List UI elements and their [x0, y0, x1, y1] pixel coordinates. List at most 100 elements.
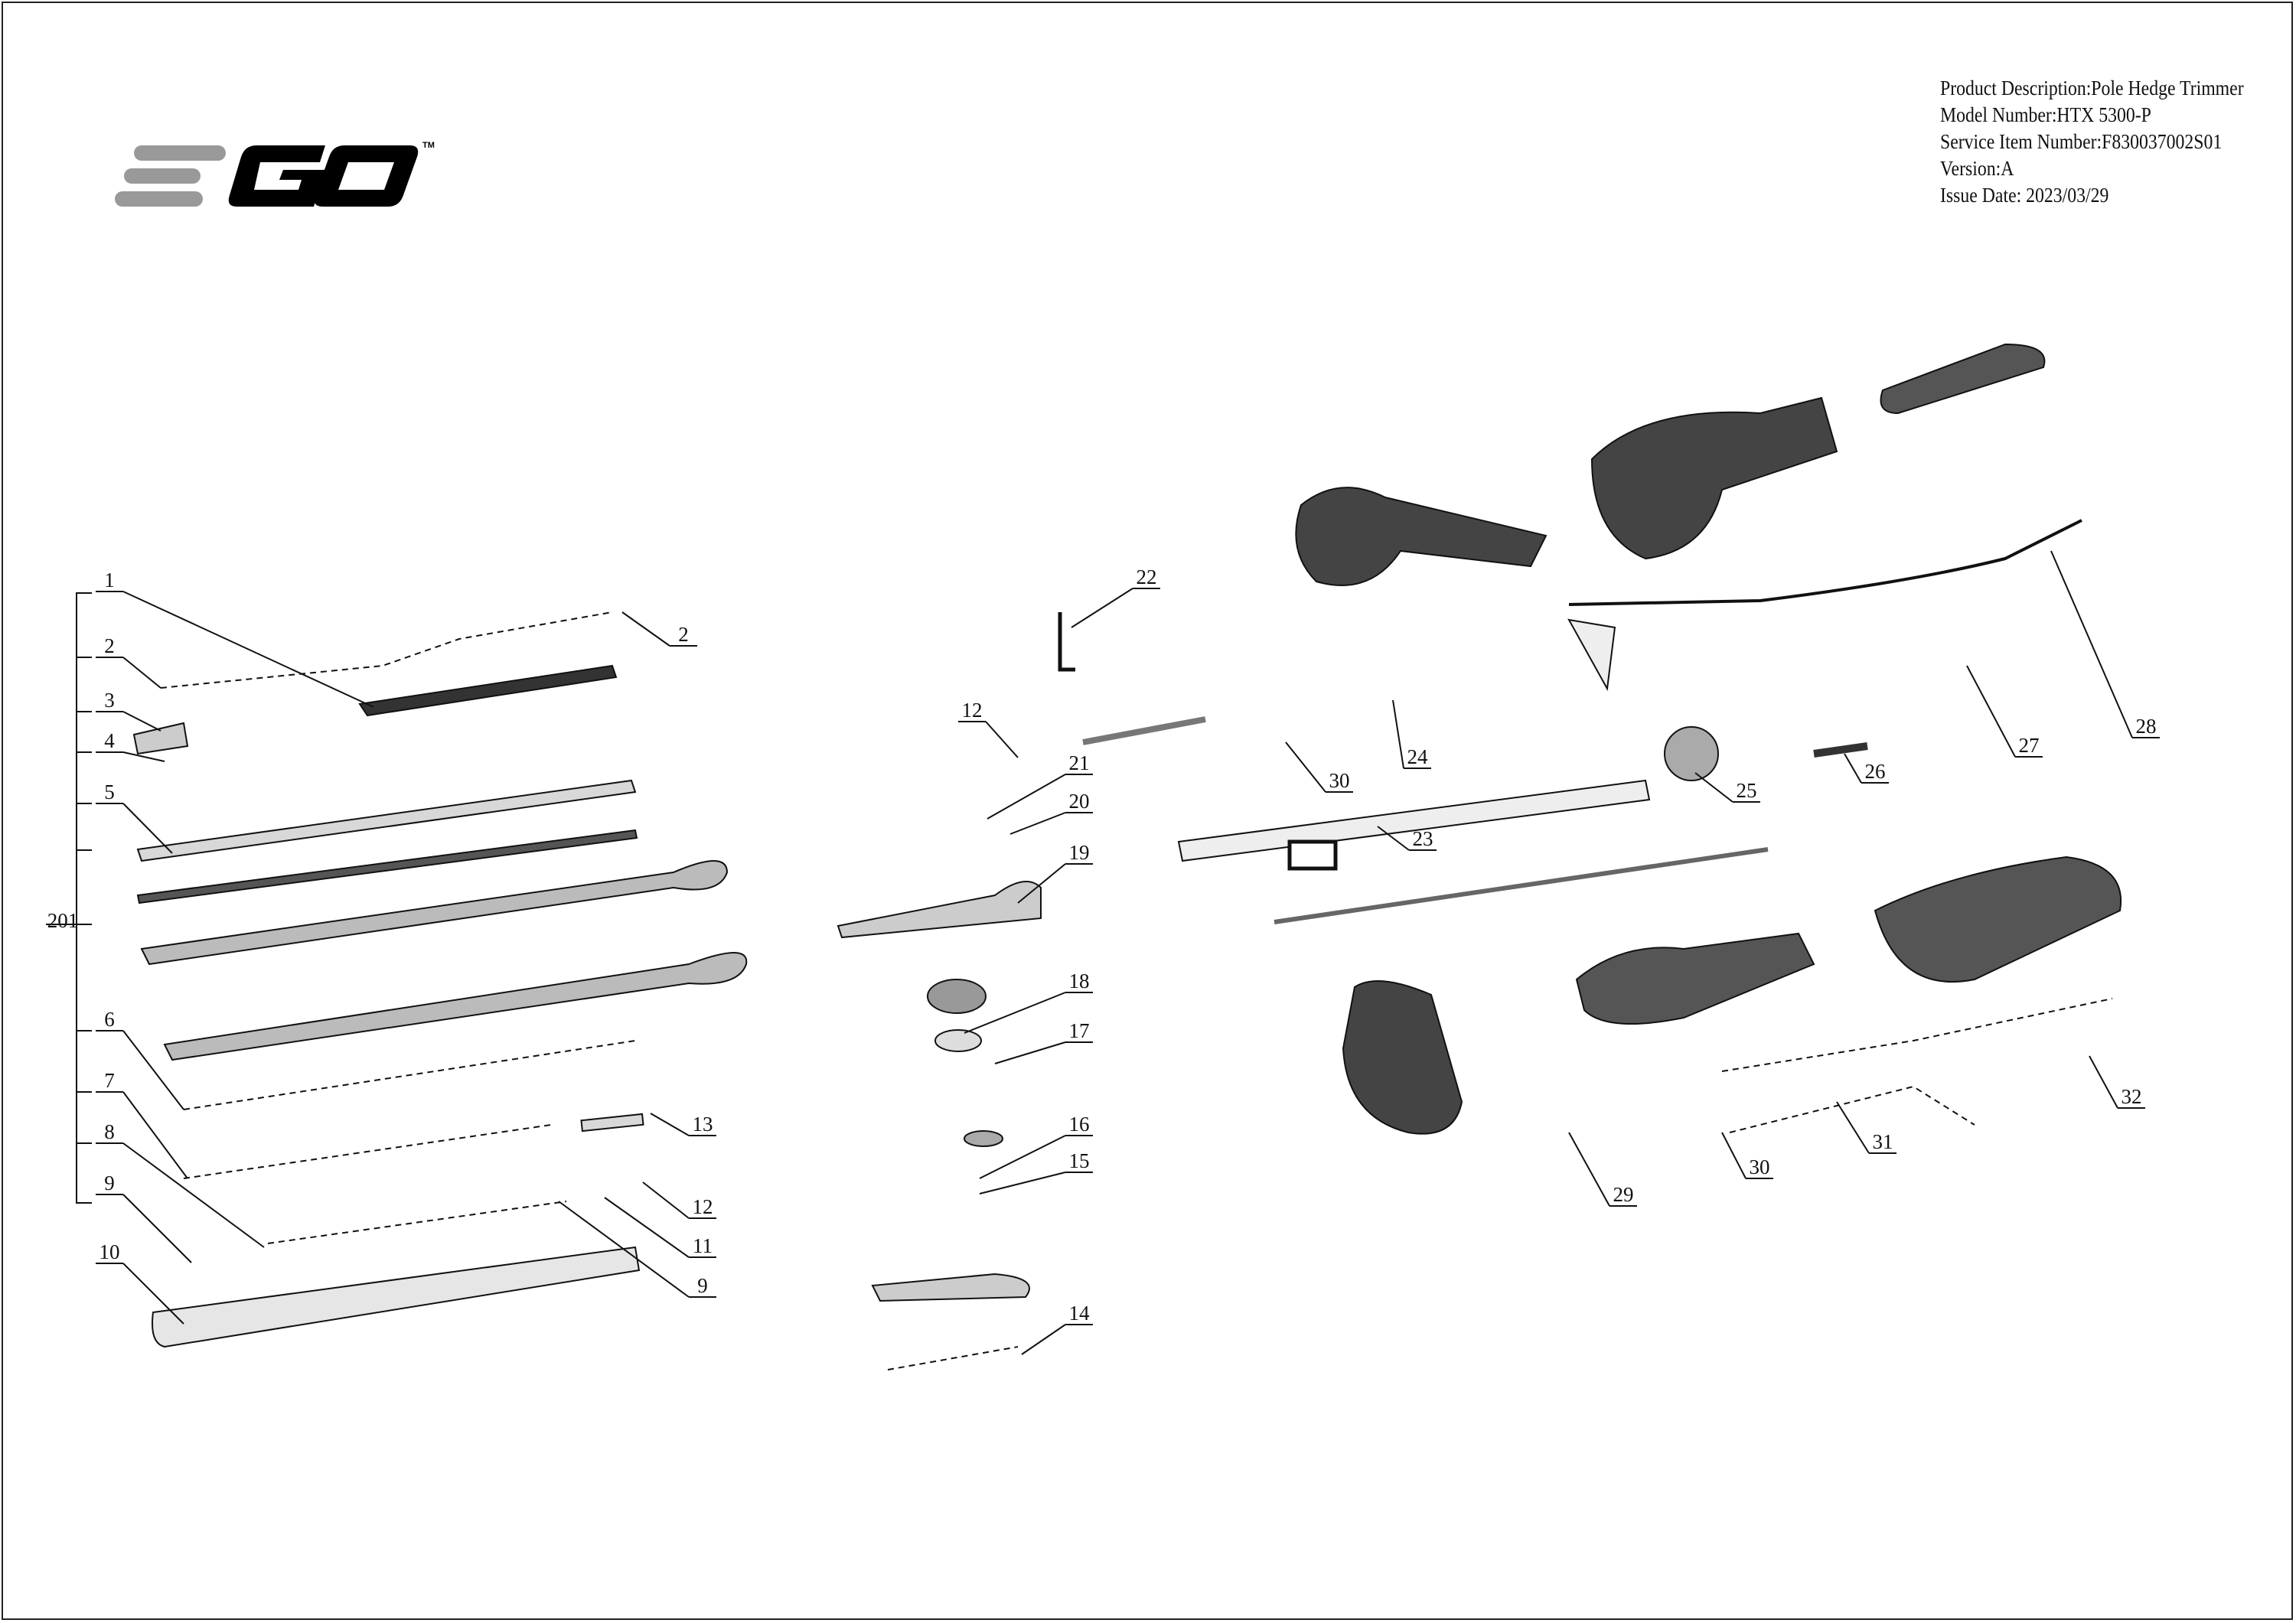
callout-leader-line	[1392, 699, 1404, 769]
callout-leader-line	[1844, 753, 1862, 784]
dashed-assembly-lines	[160, 611, 2113, 1370]
callout-17: 17	[994, 1019, 1093, 1064]
callout-20: 20	[1009, 790, 1093, 835]
front-handle-housing	[1295, 487, 1548, 586]
callout-leader-line	[558, 1201, 690, 1298]
trademark-mark: TM	[422, 141, 435, 150]
callout-leader-line	[122, 657, 161, 689]
callout-number: 26	[1865, 760, 1886, 783]
allen-key-22	[1058, 612, 1075, 672]
callout-9: 9	[558, 1201, 716, 1298]
callout-leader-line	[122, 591, 374, 708]
callout-18: 18	[964, 970, 1093, 1034]
spring-26	[1813, 742, 1868, 758]
callout-number: 3	[104, 689, 115, 712]
callout-leader-line	[2050, 550, 2133, 738]
callout-number: 2	[678, 623, 689, 646]
callout-19: 19	[1017, 841, 1093, 904]
callout-leader-line	[1377, 826, 1410, 851]
gearbox-housing-lower	[871, 1273, 1030, 1302]
callout-11: 11	[604, 1197, 716, 1258]
callout-32: 32	[2089, 1055, 2145, 1109]
callout-leader-line	[122, 1263, 184, 1325]
callout-2: 2	[96, 634, 161, 689]
callout-number: 7	[104, 1069, 115, 1092]
callout-leader-line	[122, 751, 165, 762]
callout-number: 8	[104, 1120, 115, 1143]
callout-12: 12	[958, 699, 1019, 758]
label-23	[1287, 839, 1338, 871]
callout-number: 29	[1613, 1183, 1634, 1206]
callout-leader-line	[979, 1172, 1066, 1194]
callout-number: 20	[1069, 790, 1090, 813]
callout-number: 9	[104, 1172, 115, 1194]
callout-number: 30	[1329, 769, 1350, 792]
drive-shaft-short	[1082, 716, 1206, 745]
callout-leader-line	[964, 992, 1066, 1034]
callout-number: 19	[1069, 841, 1090, 864]
gear-18	[927, 979, 987, 1014]
callout-24: 24	[1392, 699, 1431, 769]
callout-29: 29	[1568, 1132, 1637, 1207]
callout-number: 17	[1069, 1019, 1090, 1042]
bracket-plate	[1567, 618, 1616, 692]
callout-leader-line	[1017, 863, 1066, 904]
callout-number: 4	[104, 729, 115, 752]
callout-8: 8	[96, 1120, 265, 1248]
callout-number: 12	[962, 699, 983, 722]
callout-number: 23	[1413, 827, 1433, 850]
callout-number: 2	[104, 634, 115, 657]
product-info-block: Product Description:Pole Hedge Trimmer M…	[1940, 75, 2244, 209]
callout-number: 27	[2019, 734, 2040, 757]
callout-5: 5	[96, 781, 173, 854]
callout-27: 27	[1966, 665, 2043, 758]
callout-leader-line	[1021, 1324, 1066, 1355]
callout-1: 1	[96, 569, 374, 708]
callout-number: 31	[1873, 1130, 1893, 1153]
callout-26: 26	[1844, 753, 1889, 784]
d-handle-cover	[1342, 980, 1463, 1135]
callout-leader-line	[122, 803, 173, 854]
lower-blade	[163, 952, 748, 1061]
callout-21: 21	[987, 751, 1093, 820]
callout-number: 25	[1737, 779, 1757, 802]
model-number: Model Number:HTX 5300-P	[1940, 103, 2151, 126]
callout-number: 15	[1069, 1149, 1090, 1172]
callout-number: 11	[693, 1234, 713, 1257]
callout-leader-line	[122, 1030, 184, 1110]
callout-number: 1	[104, 569, 115, 592]
callout-leader-line	[122, 711, 161, 732]
callout-number: 14	[1069, 1302, 1091, 1325]
callout-number: 6	[104, 1008, 115, 1031]
callout-12: 12	[642, 1181, 716, 1219]
assembly-201-label: 201	[47, 909, 79, 932]
callout-leader-line	[985, 721, 1019, 758]
callout-leader-line	[1285, 741, 1326, 793]
callout-leader-line	[987, 774, 1066, 820]
callout-16: 16	[979, 1113, 1093, 1179]
callout-22: 22	[1071, 565, 1160, 628]
callout-6: 6	[96, 1008, 184, 1110]
callout-leader-line	[1568, 1132, 1610, 1207]
callout-9: 9	[96, 1172, 192, 1263]
callout-leader-line	[650, 1113, 690, 1136]
callout-leader-line	[122, 1091, 188, 1179]
callout-7: 7	[96, 1069, 188, 1179]
wire-harness	[1568, 519, 2082, 606]
drive-shaft-long	[1274, 847, 1769, 924]
callout-number: 18	[1069, 970, 1090, 992]
callout-number: 5	[104, 781, 115, 803]
small-plate-13	[580, 1113, 644, 1133]
callout-number: 13	[693, 1113, 713, 1136]
blade-clip-bar	[358, 664, 618, 717]
motor-housing-right	[1575, 932, 1815, 1025]
callout-4: 4	[96, 729, 165, 762]
callout-30: 30	[1721, 1132, 1773, 1179]
callout-leader-line	[122, 1142, 265, 1248]
callout-leader-line	[1721, 1132, 1746, 1179]
callout-25: 25	[1694, 772, 1760, 803]
callout-15: 15	[979, 1149, 1093, 1194]
rear-housing	[1874, 855, 2122, 983]
